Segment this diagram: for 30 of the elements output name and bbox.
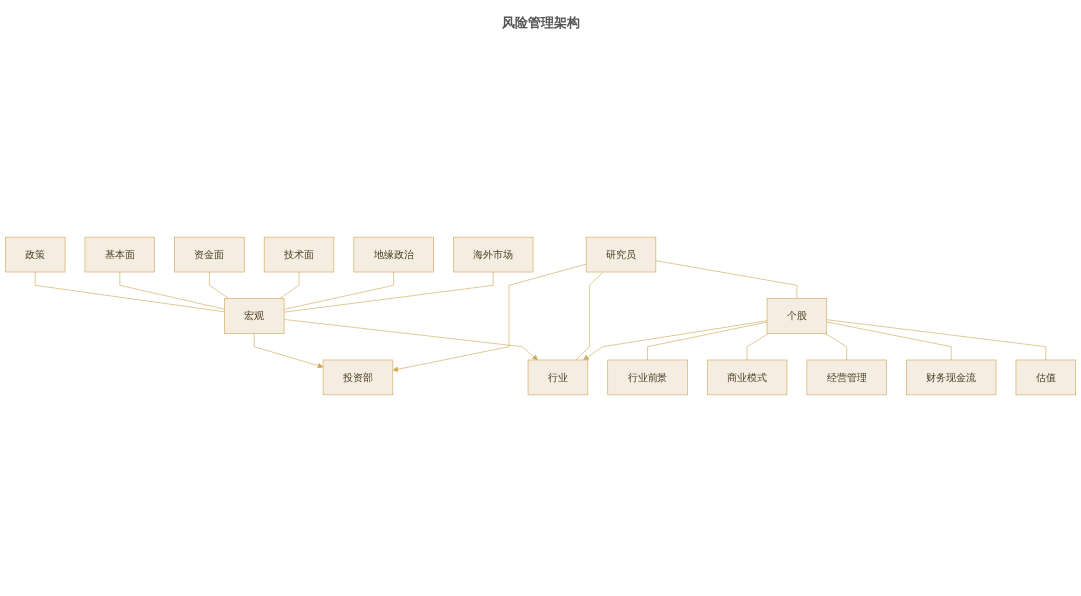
connector (746, 333, 769, 361)
connector (283, 271, 494, 313)
node-box: 资金面 (174, 236, 245, 273)
connector (34, 271, 225, 313)
node-box: 财务现金流 (906, 359, 997, 396)
diagram-title: 风险管理架构 (501, 14, 580, 32)
connector (119, 271, 225, 310)
node-box: 政策 (4, 236, 66, 273)
node-box: 商业模式 (706, 359, 788, 396)
node-box: 经营管理 (806, 359, 887, 396)
node-box: 行业 (527, 359, 589, 396)
node-box: 投资部 (322, 359, 394, 396)
node-box: 个股 (766, 298, 828, 334)
node-box: 研究员 (585, 236, 657, 273)
node-box: 行业前景 (607, 359, 688, 396)
node-box: 估值 (1015, 359, 1076, 396)
node-box: 技术面 (263, 236, 335, 273)
connector (647, 321, 768, 361)
node-box: 宏观 (224, 298, 285, 334)
connector (826, 321, 952, 361)
node-box: 海外市场 (453, 236, 534, 273)
connector (575, 271, 604, 361)
node-box: 地缘政治 (353, 236, 434, 273)
node-box: 基本面 (84, 236, 155, 273)
connector (279, 271, 300, 299)
connector (655, 260, 798, 299)
connector (826, 319, 1047, 361)
connector (209, 271, 230, 299)
connector (283, 271, 394, 310)
connector (824, 333, 847, 361)
